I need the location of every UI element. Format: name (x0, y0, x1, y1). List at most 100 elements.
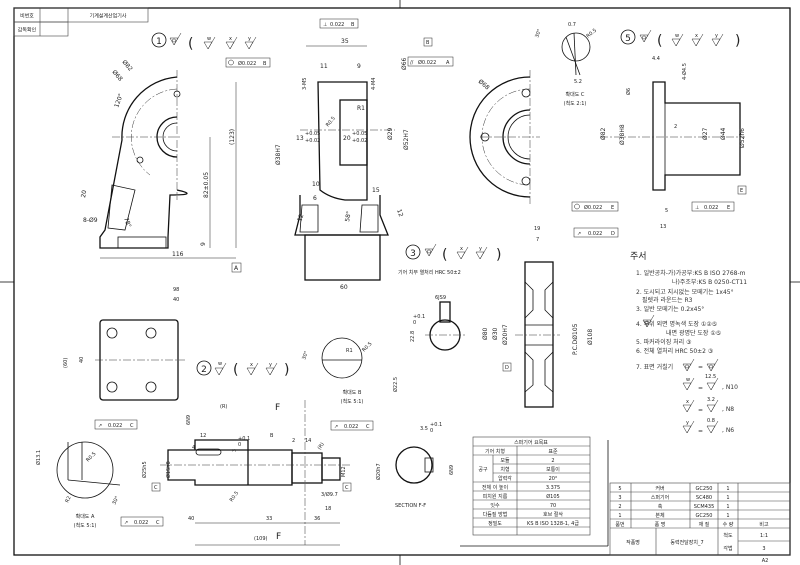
dim-r05: R0.5 (361, 341, 373, 353)
detail-a-scale: (척도 5:1) (74, 522, 97, 529)
scale-label: 척도 (723, 532, 733, 539)
dim-d25h5: Ø25h5 (141, 461, 148, 478)
note-line: 내면 광명단 도장 ①⑤ (666, 329, 721, 337)
work-name: 동력전달장치_7 (670, 539, 703, 546)
tol-upper: +0.1 (413, 314, 425, 320)
equals: = (698, 428, 703, 435)
header-qty: 수 량 (723, 521, 734, 528)
dim-40v: 40 (79, 357, 85, 363)
gear-row-label: 기어 치형 (485, 448, 505, 455)
gdt-perp-ref: B (351, 22, 355, 28)
surface-finish-icon (169, 32, 182, 46)
dim-14: 14 (305, 438, 311, 444)
roughness-value: 3.2 (707, 397, 715, 403)
runout-icon: ↗ (98, 423, 102, 429)
projection-label: 각법 (723, 545, 732, 552)
section-f-f-title: SECTION F-F (395, 503, 426, 509)
part-qty: 1 (726, 495, 729, 501)
part3-heat-note: 기어 치부 열처리 HRC 50±2 (398, 269, 461, 276)
gdt-ref: C (156, 520, 160, 526)
section-label-top: F (275, 403, 280, 413)
gear-row-value: 표준 (548, 449, 558, 455)
gdt-ref: C (130, 423, 134, 429)
detail-b-scale: (척도 5:1) (341, 398, 364, 405)
dim-98: 98 (173, 287, 179, 293)
datum-e: E (740, 188, 743, 194)
equals: = (698, 385, 703, 392)
finish-x: x (460, 246, 463, 252)
exam-title-block: 비번호 기계설계산업기사 감독확인 (13, 7, 149, 37)
svg-text:): ) (496, 247, 501, 263)
work-name-label: 작품명 (626, 539, 640, 546)
tol-lower: 0 (430, 428, 433, 434)
note-line: 필렛과 라운드는 R3 (642, 296, 693, 304)
thread-3-m5: 3-M5 (302, 78, 308, 90)
dim-20: 20 (343, 135, 351, 142)
roughness-grade: , N8 (722, 406, 734, 413)
dim-30deg: 30° (111, 495, 120, 506)
roughness-symbol: y (686, 420, 689, 426)
gdt-concentric-value: Ø0.022 (584, 204, 602, 211)
note-line: 나)주조부:KS B 0250-CT11 (672, 278, 747, 286)
part-no: 1 (618, 513, 621, 519)
note-line: 3. 일반 모떼기는 0.2x45° (636, 305, 704, 313)
gdt-runout-value: 0.022 (588, 231, 602, 237)
gear-row-value: Ø105 (546, 493, 559, 500)
gdt-concentric-ref: E (611, 205, 614, 211)
finish-w: w (207, 36, 211, 42)
dim-4: 4 (192, 445, 195, 451)
note-line: 2. 도시되고 지시없는 모떼기는 1x45° (636, 288, 734, 296)
dim-2: 2 (292, 438, 295, 444)
gear-row-value: 보통이 (546, 466, 560, 473)
surface-finish-icon (639, 29, 652, 43)
dim-228: 22.8 (410, 331, 416, 342)
dim-44: 4.4 (652, 56, 660, 62)
datum-a: A (234, 265, 239, 272)
part3-keyway-view: 6JS9 22.8 +0.1 0 (410, 295, 465, 351)
svg-text:(: ( (188, 36, 193, 52)
perp-icon: ⊥ (695, 205, 699, 211)
roughness-x: x = 3.2 , N8 (682, 397, 734, 414)
gdt-value: 0.022 (344, 424, 358, 430)
dim-35: 35 (341, 38, 349, 45)
part5-header: 5 ( w x y ) (620, 29, 740, 49)
dim-d68: Ø68 (477, 78, 491, 91)
dim-60: (60) (63, 358, 69, 368)
roughness-grade: , N6 (722, 427, 734, 434)
dim-r05: R0.5 (229, 490, 240, 503)
dim-6n9: 6N9 (449, 465, 455, 475)
dim-12-left: 12 (296, 213, 305, 223)
finish-w: w (675, 33, 679, 39)
dim-18: 18 (325, 506, 331, 512)
dim-40-shaft: 40 (188, 516, 194, 522)
header-note: 비고 (759, 521, 769, 528)
gear-row-label: 전체 이 높이 (482, 484, 508, 491)
gear-row-value: 70 (550, 503, 556, 509)
tol-upper: +0.05 (352, 131, 367, 137)
gdt-perp-value: 0.022 (704, 205, 718, 211)
dim-r05: R0.5 (325, 116, 337, 129)
gear-row-value: 20° (549, 476, 558, 482)
detail-b-callout: B (270, 433, 274, 439)
svg-text:(: ( (657, 33, 662, 49)
dim-part1-base: 9 (200, 242, 207, 246)
part5-side-view: Ø68 (469, 70, 540, 205)
dim-52: 5.2 (574, 79, 582, 85)
svg-text:(: ( (442, 247, 447, 263)
dim-d38h8: Ø38H8 (619, 124, 626, 145)
dim-part1-holes: 8-Ø9 (83, 217, 98, 224)
gear-row-value: 2 (551, 458, 554, 464)
detail-c-scale: (척도 2:1) (564, 100, 587, 107)
dim-part1-center-height: 82±0.05 (203, 172, 210, 198)
part1-number: 1 (156, 37, 162, 47)
dim-m12: M12 (341, 466, 347, 477)
dim-60: 60 (340, 284, 348, 291)
gear-row-label: 압력각 (498, 475, 512, 482)
part-no: 5 (618, 486, 621, 492)
tol-lower: 0 (413, 320, 416, 326)
part1-side-view: Ø82 Ø68 120° (123) 82±0.05 20 8-Ø9 78° 9… (80, 57, 271, 273)
finish-y: y (269, 362, 272, 368)
